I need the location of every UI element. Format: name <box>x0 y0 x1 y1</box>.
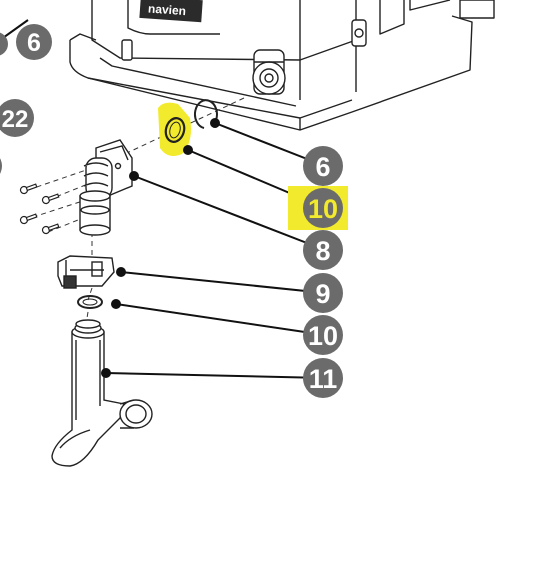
callout-22: 22 <box>0 99 34 137</box>
leader-lines <box>105 122 326 379</box>
callout-11: 11 <box>303 358 343 398</box>
washer-part <box>77 295 103 309</box>
callout-9: 9 <box>303 273 343 313</box>
callout-6-top: 6 <box>16 24 52 60</box>
callout-10: 10 <box>303 315 343 355</box>
svg-text:22: 22 <box>2 106 29 133</box>
cropped-badge-edge <box>0 32 8 56</box>
gas-connection-fitting <box>252 49 286 95</box>
svg-text:9: 9 <box>315 279 330 309</box>
svg-text:6: 6 <box>315 152 330 182</box>
svg-text:10: 10 <box>308 321 338 351</box>
leader-dots <box>101 118 220 378</box>
cropped-badge-edge-2 <box>0 158 2 174</box>
svg-text:8: 8 <box>315 236 330 266</box>
svg-text:6: 6 <box>27 29 41 57</box>
condensate-elbow-part <box>79 139 133 236</box>
mounting-screws <box>19 183 60 235</box>
svg-text:11: 11 <box>309 364 338 394</box>
navien-logo: navien <box>148 1 187 18</box>
pipe-clamp-part <box>57 255 115 289</box>
callout-10-highlighted: 10 <box>288 186 348 230</box>
retaining-clip-part <box>194 99 218 129</box>
svg-text:10: 10 <box>308 194 338 224</box>
assembly-guide-lines <box>23 97 245 325</box>
navien-logo-plate <box>139 0 203 23</box>
o-ring-highlight <box>158 102 191 156</box>
drain-pipe-part <box>51 319 153 467</box>
o-ring-part <box>164 117 186 143</box>
callout-6: 6 <box>303 146 343 186</box>
callout-8: 8 <box>303 230 343 270</box>
